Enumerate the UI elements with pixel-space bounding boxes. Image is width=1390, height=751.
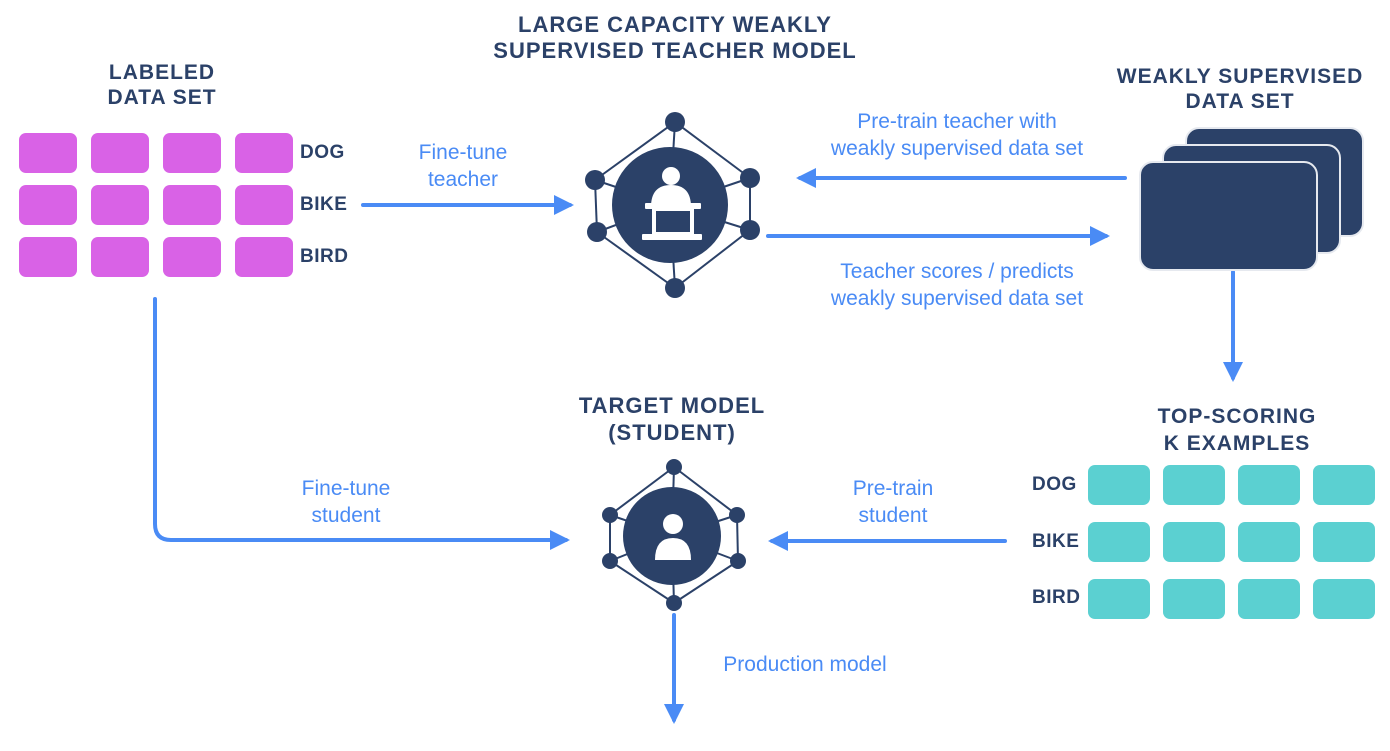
data-tile bbox=[1313, 522, 1375, 562]
student-model-title: TARGET MODEL (STUDENT) bbox=[578, 393, 766, 445]
data-tile bbox=[1088, 522, 1150, 562]
data-tile bbox=[1238, 465, 1300, 505]
teacher-scores-label: Teacher scores / predicts weakly supervi… bbox=[830, 260, 1084, 310]
pre-train-student-label: Pre-train student bbox=[852, 477, 934, 527]
row-label-bike: BIKE bbox=[300, 194, 348, 215]
network-nodes bbox=[602, 459, 746, 611]
data-tile bbox=[91, 133, 149, 173]
data-tile bbox=[91, 237, 149, 277]
data-tile bbox=[163, 237, 221, 277]
data-tile bbox=[163, 133, 221, 173]
data-tile bbox=[1163, 465, 1225, 505]
data-tile bbox=[163, 185, 221, 225]
data-tile bbox=[91, 185, 149, 225]
row-label-bird: BIRD bbox=[1032, 587, 1081, 608]
data-tile bbox=[1238, 579, 1300, 619]
data-tile bbox=[19, 133, 77, 173]
data-tile bbox=[235, 185, 293, 225]
row-label-bike: BIKE bbox=[1032, 531, 1080, 552]
data-tile bbox=[235, 133, 293, 173]
production-model-label: Production model bbox=[723, 653, 887, 676]
data-tile bbox=[1238, 522, 1300, 562]
data-tile bbox=[19, 237, 77, 277]
network-nodes bbox=[585, 112, 760, 298]
row-label-dog: DOG bbox=[1032, 474, 1077, 495]
arrow-fine-tune-student bbox=[153, 297, 570, 550]
weakly-supervised-data-set-title: WEAKLY SUPERVISED DATA SET bbox=[1116, 65, 1364, 113]
card-front bbox=[1139, 161, 1318, 271]
labeled-data-grid bbox=[19, 133, 293, 277]
row-label-bird: BIRD bbox=[300, 246, 349, 267]
data-tile bbox=[1163, 579, 1225, 619]
labeled-data-set-title: LABELED DATA SET bbox=[107, 61, 217, 109]
top-scoring-grid bbox=[1088, 465, 1375, 619]
student-network-icon bbox=[602, 459, 746, 611]
data-tile bbox=[19, 185, 77, 225]
teacher-person-icon bbox=[642, 167, 702, 240]
teacher-network-icon bbox=[585, 112, 760, 298]
data-tile bbox=[1313, 579, 1375, 619]
data-tile bbox=[1163, 522, 1225, 562]
data-tile bbox=[235, 237, 293, 277]
data-tile bbox=[1088, 579, 1150, 619]
data-tile bbox=[1088, 465, 1150, 505]
student-circle bbox=[623, 487, 721, 585]
row-label-dog: DOG bbox=[300, 142, 345, 163]
teacher-model-title: LARGE CAPACITY WEAKLY SUPERVISED TEACHER… bbox=[493, 12, 857, 63]
pre-train-teacher-label: Pre-train teacher with weakly supervised… bbox=[830, 110, 1084, 160]
stacked-cards-icon bbox=[1139, 127, 1364, 271]
fine-tune-teacher-label: Fine-tune teacher bbox=[418, 141, 508, 191]
fine-tune-student-label: Fine-tune student bbox=[301, 477, 391, 527]
data-tile bbox=[1313, 465, 1375, 505]
top-scoring-title: TOP-SCORING K EXAMPLES bbox=[1157, 405, 1317, 455]
student-person-icon bbox=[655, 514, 691, 560]
